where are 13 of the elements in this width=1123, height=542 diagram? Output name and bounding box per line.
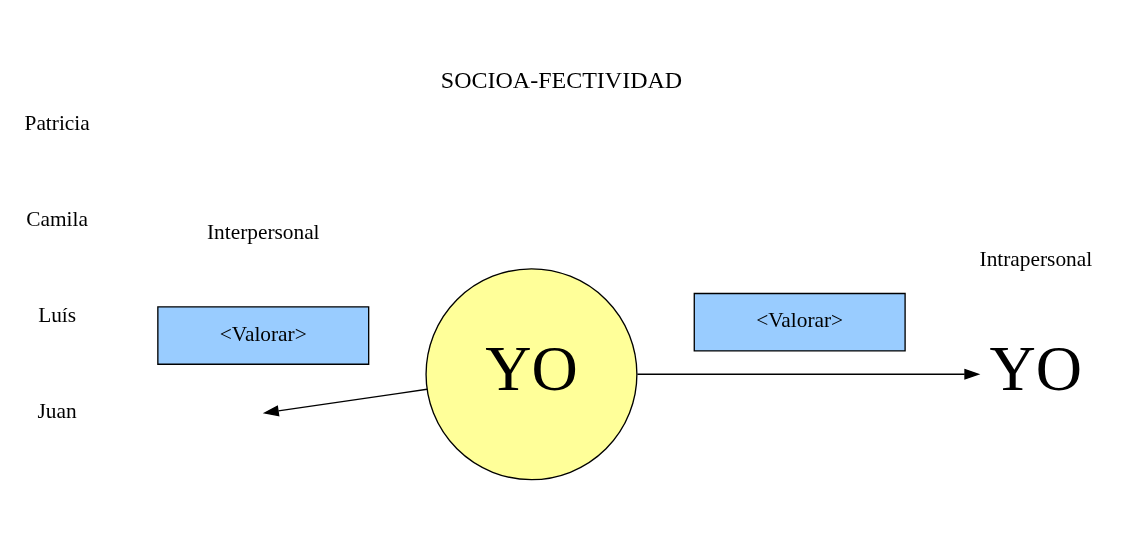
- node-box: <Valorar>: [157, 305, 370, 365]
- label: Luís: [38, 302, 77, 327]
- label: Interpersonal: [206, 219, 320, 244]
- label: Intrapersonal: [979, 246, 1093, 271]
- label: Camila: [26, 206, 88, 231]
- arrow: [262, 388, 428, 416]
- arrow: [636, 368, 981, 380]
- label: Patricia: [24, 110, 90, 135]
- node-text: YO: [989, 332, 1083, 404]
- node-circle: YO: [425, 267, 638, 480]
- diagram-title: SOCIOA-FECTIVIDAD: [440, 66, 683, 93]
- node-box: <Valorar>: [693, 292, 906, 352]
- label: Juan: [37, 398, 77, 423]
